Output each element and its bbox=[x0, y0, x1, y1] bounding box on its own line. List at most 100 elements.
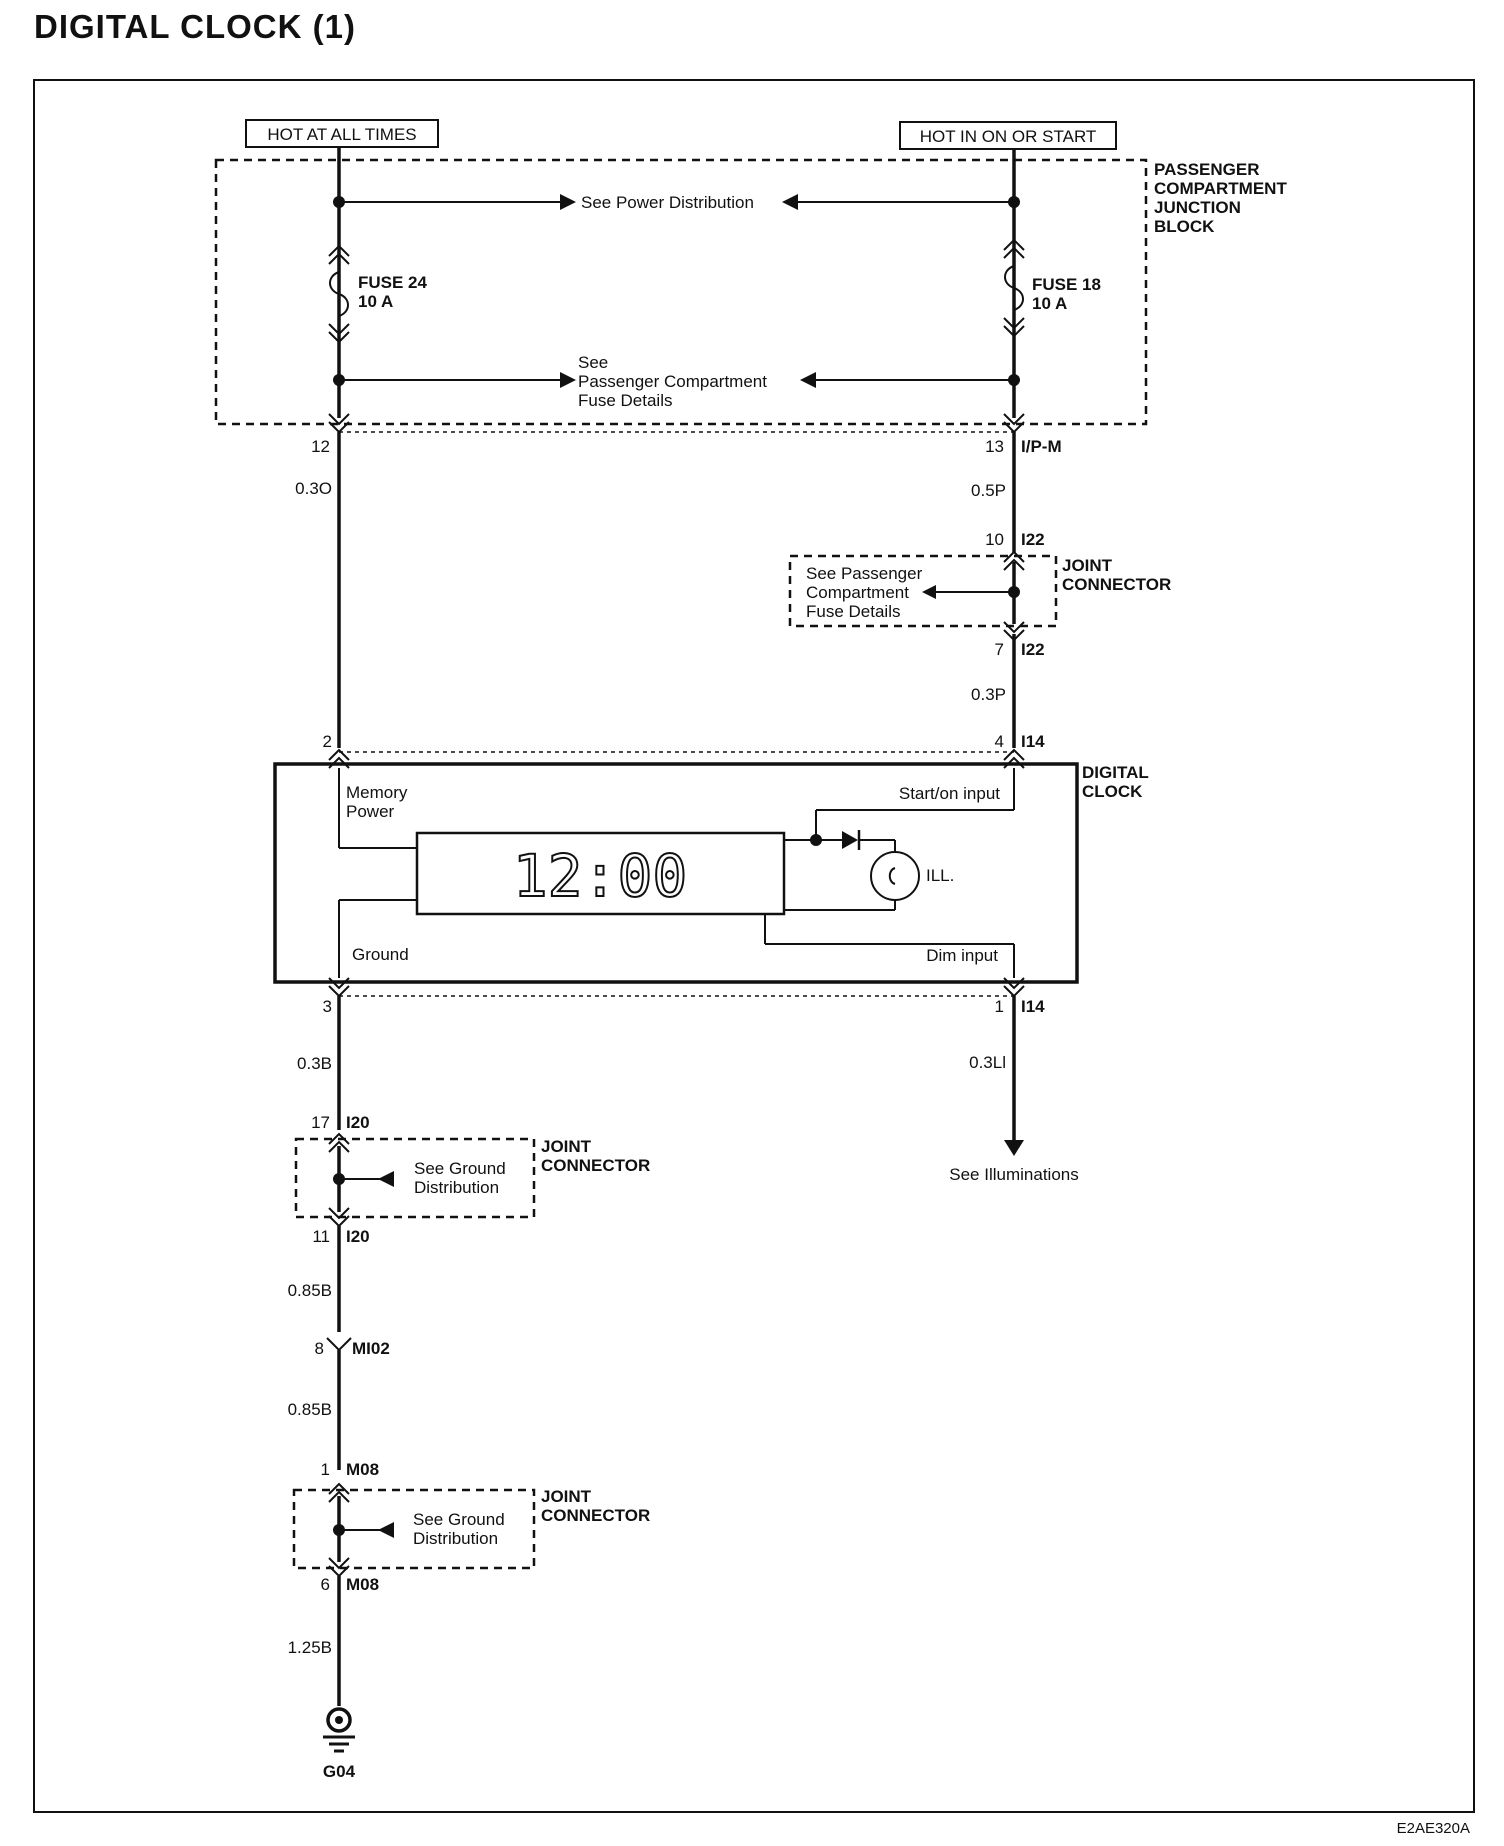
junction-block-outline bbox=[214, 158, 1148, 426]
jc1-note-line-1: See Passenger bbox=[806, 564, 923, 583]
joint-connector-2-outline bbox=[294, 1137, 536, 1219]
pin-jc3-out: 6 bbox=[321, 1575, 330, 1594]
hot-in-on-or-start-box bbox=[899, 121, 1117, 150]
start-on-input-label: Start/on input bbox=[899, 784, 1000, 803]
connector-jc1-out: I22 bbox=[1021, 640, 1045, 659]
memory-power-line-2: Power bbox=[346, 802, 395, 821]
pin-jb-right: 13 bbox=[985, 437, 1004, 456]
digital-clock-label-line-1: DIGITAL bbox=[1082, 763, 1149, 782]
connector-ipm: I/P-M bbox=[1021, 437, 1062, 456]
joint-connector-3-outline bbox=[292, 1488, 536, 1570]
pin-jc1-in: 10 bbox=[985, 530, 1004, 549]
fuse-18-name: FUSE 18 bbox=[1032, 275, 1101, 294]
wire-size-dim: 0.3Ll bbox=[969, 1053, 1006, 1072]
hot-at-all-times-box bbox=[245, 119, 439, 148]
digital-clock-body bbox=[273, 762, 1079, 984]
connector-splice-symbol bbox=[326, 1337, 352, 1352]
wire-size-left-top: 0.3O bbox=[295, 479, 332, 498]
connector-jc3-in-symbol bbox=[328, 1482, 350, 1503]
dim-input-label: Dim input bbox=[926, 946, 998, 965]
digital-clock-label-line-2: CLOCK bbox=[1082, 782, 1143, 801]
jc3-note-line-2: Distribution bbox=[413, 1529, 498, 1548]
arrow-head-fuse-right bbox=[800, 372, 816, 388]
pin-splice: 8 bbox=[315, 1339, 324, 1358]
connector-clock-top: I14 bbox=[1021, 732, 1045, 751]
pin-jc3-in: 1 bbox=[321, 1460, 330, 1479]
ground-symbol-ring bbox=[326, 1707, 352, 1733]
pin-jc2-in: 17 bbox=[311, 1113, 330, 1132]
page-title: DIGITAL CLOCK (1) bbox=[34, 8, 356, 45]
wire-size-ground-3: 0.85B bbox=[288, 1400, 332, 1419]
junction-block-label-line-1: PASSENGER bbox=[1154, 160, 1260, 179]
outer-frame bbox=[33, 79, 1475, 1813]
connector-jc1-in-symbol bbox=[1003, 550, 1025, 571]
fuse-24-rating: 10 A bbox=[358, 292, 393, 311]
pin-jc1-out: 7 bbox=[995, 640, 1004, 659]
connector-jc2-in-symbol bbox=[328, 1132, 350, 1153]
arrow-head-fuse-left bbox=[560, 372, 576, 388]
ill-bulb bbox=[870, 851, 920, 901]
clock-display bbox=[415, 831, 786, 916]
ground-label: Ground bbox=[352, 945, 409, 964]
arrow-head-jc3 bbox=[378, 1522, 394, 1538]
pin-jb-left: 12 bbox=[311, 437, 330, 456]
connector-clock-bottom: I14 bbox=[1021, 997, 1045, 1016]
connector-jc3-in: M08 bbox=[346, 1460, 379, 1479]
fuse-18-symbol bbox=[1003, 238, 1025, 338]
arrow-head-jc2 bbox=[378, 1171, 394, 1187]
ill-filament bbox=[888, 867, 896, 885]
wire-size-ground-1: 0.3B bbox=[297, 1054, 332, 1073]
junction-block-label-line-2: COMPARTMENT bbox=[1154, 179, 1287, 198]
wire-size-ground-2: 0.85B bbox=[288, 1281, 332, 1300]
connector-jc3-out: M08 bbox=[346, 1575, 379, 1594]
pin-clock-ground: 3 bbox=[323, 997, 332, 1016]
jc3-label-line-1: JOINT bbox=[541, 1487, 592, 1506]
arrow-see-illuminations bbox=[1004, 1140, 1024, 1156]
pin-clock-start: 4 bbox=[995, 732, 1004, 751]
connector-splice: MI02 bbox=[352, 1339, 390, 1358]
fuse-18-rating: 10 A bbox=[1032, 294, 1067, 313]
wire-size-right-top: 0.5P bbox=[971, 481, 1006, 500]
connector-jc2-out: I20 bbox=[346, 1227, 370, 1246]
fuse-24-name: FUSE 24 bbox=[358, 273, 428, 292]
diode-symbol bbox=[842, 831, 858, 849]
jc1-note-line-3: Fuse Details bbox=[806, 602, 900, 621]
memory-power-line-1: Memory bbox=[346, 783, 408, 802]
ill-label: ILL. bbox=[926, 866, 954, 885]
connector-jc2-in: I20 bbox=[346, 1113, 370, 1132]
clock-display-readout: 12:00 bbox=[513, 842, 688, 910]
fuse-24-symbol bbox=[328, 244, 350, 344]
pin-clock-dim: 1 bbox=[995, 997, 1004, 1016]
see-fuse-details-line-1: See bbox=[578, 353, 608, 372]
junction-block-label-line-3: JUNCTION bbox=[1154, 198, 1241, 217]
jc1-label-line-1: JOINT bbox=[1062, 556, 1113, 575]
wire-size-ground-4: 1.25B bbox=[288, 1638, 332, 1657]
jc3-label-line-2: CONNECTOR bbox=[541, 1506, 650, 1525]
jc1-label-line-2: CONNECTOR bbox=[1062, 575, 1171, 594]
hot-at-all-times-label: HOT AT ALL TIMES bbox=[267, 125, 416, 144]
arrow-head-jc1 bbox=[922, 585, 936, 599]
see-fuse-details-line-3: Fuse Details bbox=[578, 391, 672, 410]
diagram-code: E2AE320A bbox=[1396, 1820, 1470, 1837]
node-diode bbox=[810, 834, 822, 846]
wire-size-right-mid: 0.3P bbox=[971, 685, 1006, 704]
connector-jc1-in: I22 bbox=[1021, 530, 1045, 549]
pin-jc2-out: 11 bbox=[312, 1227, 330, 1246]
see-fuse-details-line-2: Passenger Compartment bbox=[578, 372, 767, 391]
arrow-head-power-left bbox=[560, 194, 576, 210]
connector-jc1-out-symbol bbox=[1003, 621, 1025, 642]
hot-in-on-or-start-label: HOT IN ON OR START bbox=[920, 127, 1097, 146]
jc2-label-line-2: CONNECTOR bbox=[541, 1156, 650, 1175]
jc3-note-line-1: See Ground bbox=[413, 1510, 505, 1529]
joint-connector-1-outline bbox=[788, 554, 1058, 628]
ground-point-label: G04 bbox=[323, 1762, 356, 1781]
jc2-note-line-1: See Ground bbox=[414, 1159, 506, 1178]
jc2-label-line-1: JOINT bbox=[541, 1137, 592, 1156]
arrow-head-power-right bbox=[782, 194, 798, 210]
see-power-distribution: See Power Distribution bbox=[581, 193, 754, 212]
jc2-note-line-2: Distribution bbox=[414, 1178, 499, 1197]
pin-clock-memory: 2 bbox=[323, 732, 332, 751]
junction-block-label-line-4: BLOCK bbox=[1154, 217, 1215, 236]
see-illuminations: See Illuminations bbox=[949, 1165, 1078, 1184]
